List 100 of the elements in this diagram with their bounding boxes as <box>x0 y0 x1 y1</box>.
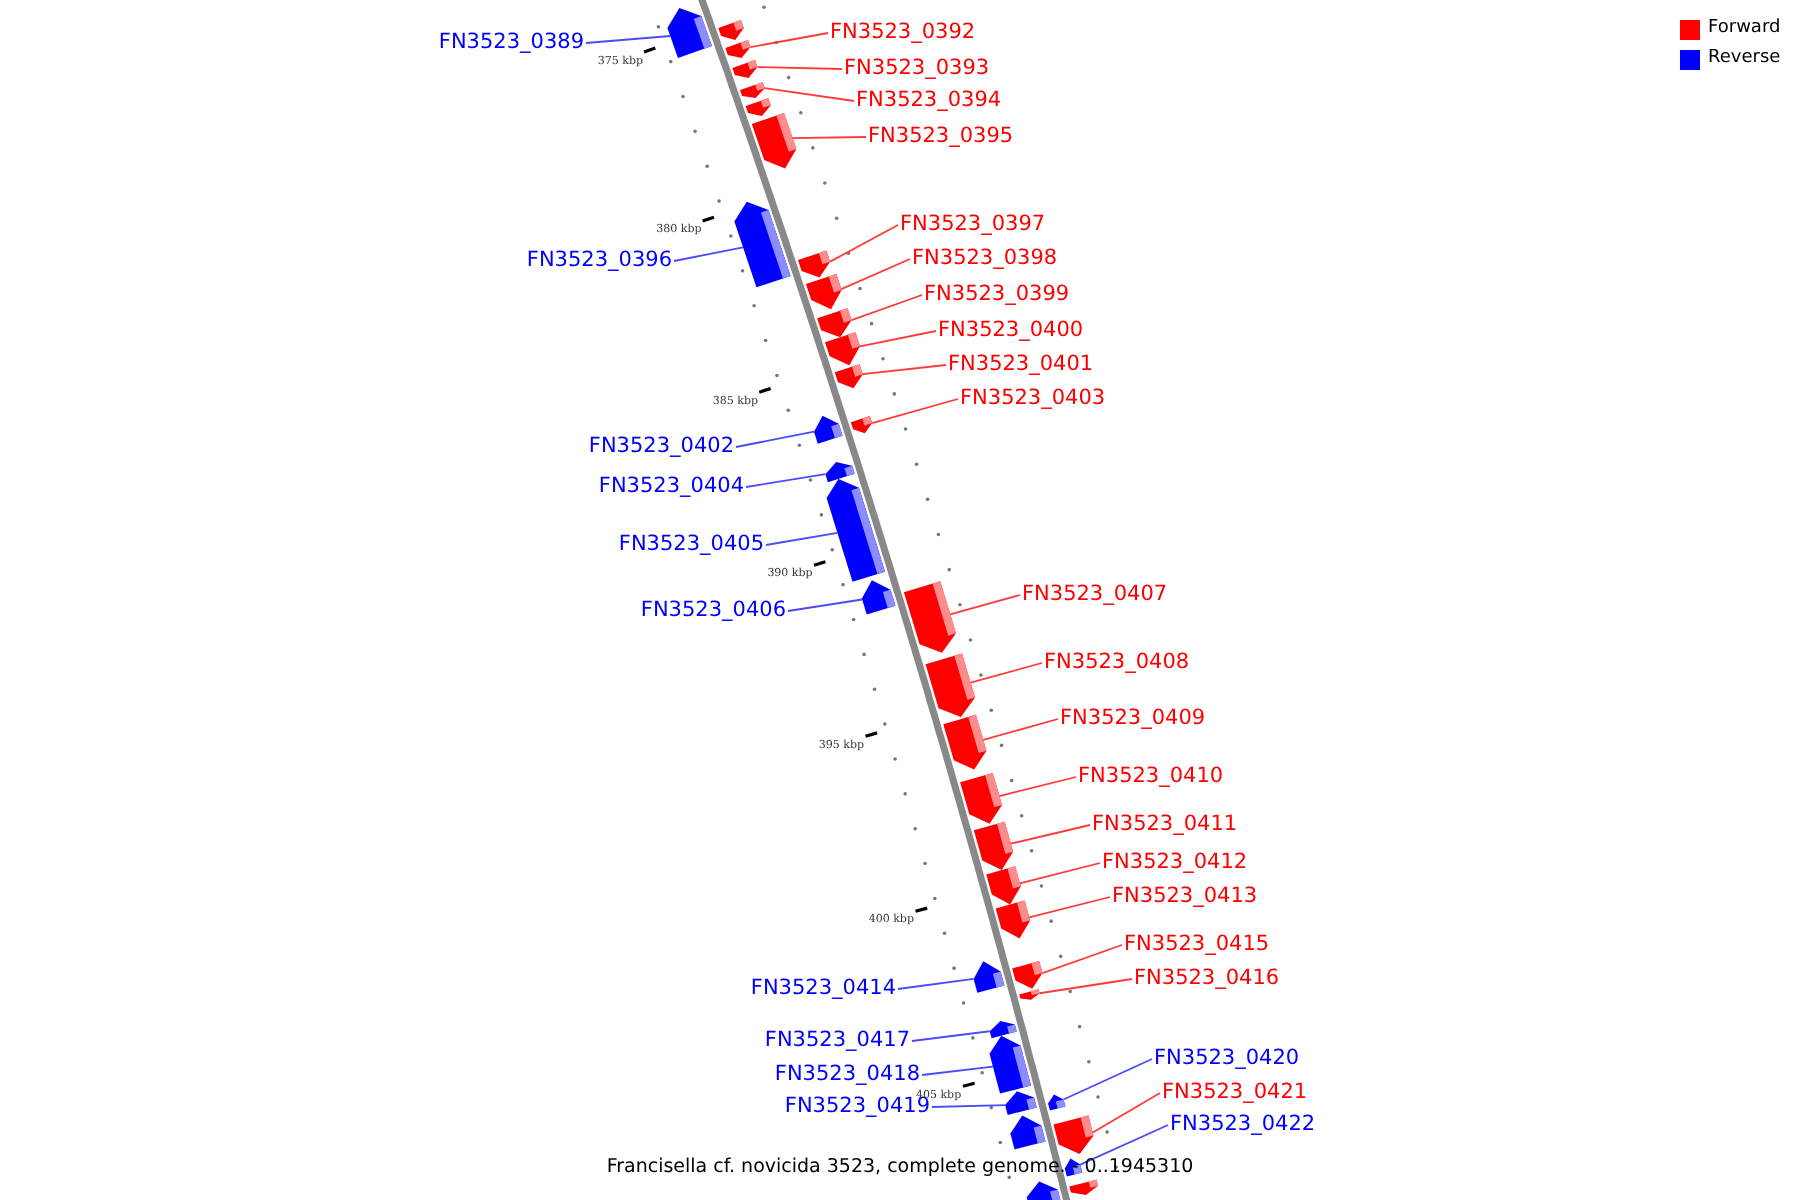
leader-line <box>787 598 864 612</box>
leader-line <box>921 1065 994 1076</box>
gene-label: FN3523_0413 <box>1112 884 1258 910</box>
gene-label: FN3523_0402 <box>588 434 734 460</box>
gene-block <box>1019 989 1040 1000</box>
gene-block <box>943 714 987 770</box>
leader-line <box>859 330 937 348</box>
leader-line <box>861 364 947 376</box>
gene-label: FN3523_0404 <box>598 474 744 500</box>
gene-block <box>825 332 860 366</box>
gene-block <box>805 274 842 310</box>
leader-line <box>1038 978 1133 995</box>
gene-block <box>751 112 797 169</box>
leader-line <box>673 246 744 262</box>
gene-label: FN3523_0416 <box>1134 966 1280 992</box>
gene-block <box>725 40 751 59</box>
leader-line <box>735 430 815 448</box>
gene-block <box>745 98 771 117</box>
gene-block <box>817 308 852 338</box>
leader-line <box>791 136 867 139</box>
leader-line <box>1091 1092 1161 1134</box>
legend-label: Reverse <box>1708 48 1781 68</box>
leader-line <box>998 776 1077 797</box>
gene-label: FN3523_0395 <box>868 124 1014 150</box>
leader-line <box>749 32 829 48</box>
gene-block <box>732 60 758 79</box>
legend-label: Forward <box>1708 18 1781 38</box>
gene-label: FN3523_0421 <box>1162 1080 1308 1106</box>
gene-label: FN3523_0399 <box>924 282 1070 308</box>
gene-label: FN3523_0408 <box>1044 650 1190 676</box>
gene-label: FN3523_0417 <box>764 1028 910 1054</box>
gene-label: FN3523_0406 <box>640 598 786 624</box>
leader-line <box>829 224 899 263</box>
gene-block <box>861 580 896 615</box>
leader-line <box>969 662 1043 684</box>
gene-label: FN3523_0393 <box>844 56 990 82</box>
gene-label: FN3523_0403 <box>960 386 1106 412</box>
gene-block <box>1048 1094 1066 1111</box>
gene-label: FN3523_0394 <box>856 88 1002 114</box>
caption: Francisella cf. novicida 3523, complete genome. - 0..1945310 <box>604 1156 1196 1178</box>
leader-line <box>897 978 975 990</box>
leader-line <box>1028 896 1111 919</box>
gene-block <box>903 581 956 653</box>
gene-block <box>1010 1115 1046 1150</box>
gene-block <box>1026 1181 1061 1200</box>
gene-block <box>740 82 765 99</box>
gene-block <box>826 478 886 582</box>
gene-label: FN3523_0405 <box>618 532 764 558</box>
leader-line <box>931 1104 1006 1108</box>
gene-label: FN3523_0401 <box>948 352 1094 378</box>
gene-block <box>1005 1091 1037 1116</box>
gene-label: FN3523_0398 <box>912 246 1058 272</box>
leader-line <box>765 531 839 546</box>
gene-block <box>1053 1115 1094 1155</box>
leader-line <box>745 473 827 488</box>
gene-block <box>667 8 712 58</box>
gene-label: FN3523_0414 <box>750 976 896 1002</box>
gene-block <box>798 250 831 278</box>
gene-label: FN3523_0389 <box>438 30 584 56</box>
leader-line <box>763 87 855 102</box>
leader-line <box>585 35 672 44</box>
gene-block <box>734 201 791 288</box>
gene-block <box>973 961 1005 993</box>
gene-label: FN3523_0419 <box>784 1094 930 1120</box>
leader-line <box>911 1030 991 1042</box>
gene-label: FN3523_0415 <box>1124 932 1270 958</box>
gene-label: FN3523_0422 <box>1170 1112 1316 1138</box>
leader-line <box>850 294 923 322</box>
leader-line <box>840 258 911 290</box>
gene-block <box>814 415 843 444</box>
gene-label: FN3523_0412 <box>1102 850 1248 876</box>
gene-block <box>973 821 1014 871</box>
gene-block <box>989 1020 1017 1039</box>
gene-label: FN3523_0397 <box>900 212 1046 238</box>
leader-line <box>1041 944 1123 974</box>
gene-block <box>1069 1179 1098 1196</box>
gene-label: FN3523_0420 <box>1154 1046 1300 1072</box>
leader-line <box>756 66 843 70</box>
leader-line <box>1079 1124 1169 1166</box>
leader-line <box>1019 862 1101 885</box>
leader-line <box>1010 824 1091 845</box>
gene-block <box>718 20 744 40</box>
gene-block <box>960 772 1002 824</box>
gene-label: FN3523_0411 <box>1092 812 1238 838</box>
gene-block <box>986 866 1021 905</box>
leader-line <box>982 718 1059 741</box>
gene-block <box>825 462 855 483</box>
gene-block <box>1064 1158 1083 1177</box>
gene-label: FN3523_0392 <box>830 20 976 46</box>
leader-line <box>949 594 1021 616</box>
gene-label: FN3523_0409 <box>1060 706 1206 732</box>
gene-label: FN3523_0410 <box>1078 764 1224 790</box>
leader-line <box>871 398 959 424</box>
gene-label: FN3523_0400 <box>938 318 1084 344</box>
leader-line <box>1062 1058 1153 1101</box>
gene-label: FN3523_0418 <box>774 1062 920 1088</box>
gene-block <box>834 364 863 389</box>
gene-block <box>995 900 1031 939</box>
gene-label: FN3523_0396 <box>526 248 672 274</box>
gene-label: FN3523_0407 <box>1022 582 1168 608</box>
